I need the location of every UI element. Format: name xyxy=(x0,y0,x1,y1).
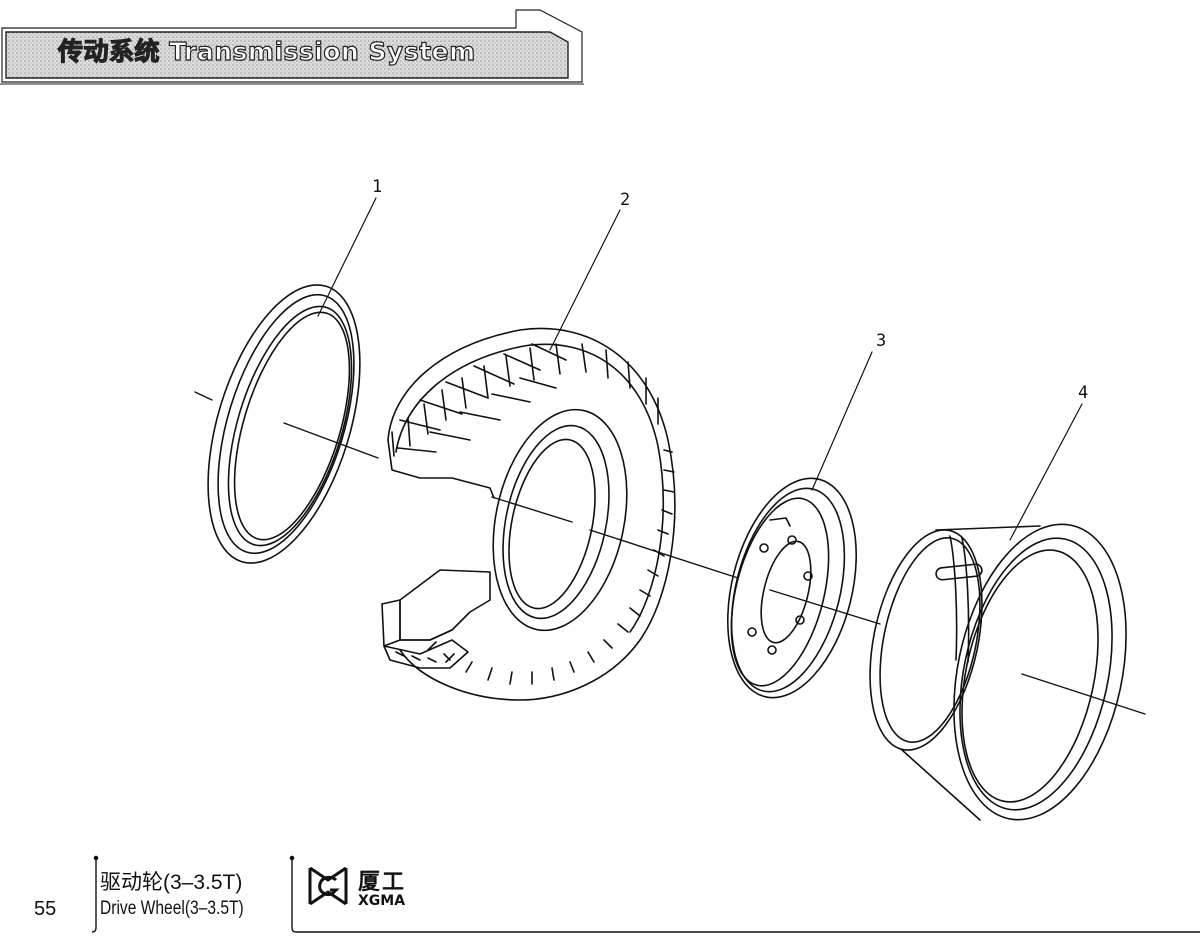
page-number: 55 xyxy=(34,898,57,920)
callout-1: 1 xyxy=(372,177,382,197)
center-axis xyxy=(194,391,1146,715)
callout-4: 4 xyxy=(1078,383,1088,403)
solid-tire-part-2 xyxy=(381,327,676,701)
leader-lines xyxy=(317,197,1083,541)
xgma-logo-icon xyxy=(308,866,348,906)
caption-english: Drive Wheel(3–3.5T) xyxy=(100,898,244,919)
wheel-disc-part-3 xyxy=(726,477,858,699)
header-banner xyxy=(0,9,584,85)
callout-2: 2 xyxy=(620,190,630,210)
logo-text-chinese: 厦工 xyxy=(358,870,407,895)
footer-frame xyxy=(91,855,1200,933)
callout-3: 3 xyxy=(876,331,886,351)
caption-chinese: 驱动轮(3–3.5T) xyxy=(100,871,243,894)
page-title: 传动系统 Transmission System xyxy=(57,36,476,66)
logo-text-english: XGMA xyxy=(358,893,406,909)
rim-part-4 xyxy=(869,523,1127,821)
lock-ring-part-1 xyxy=(207,284,361,564)
